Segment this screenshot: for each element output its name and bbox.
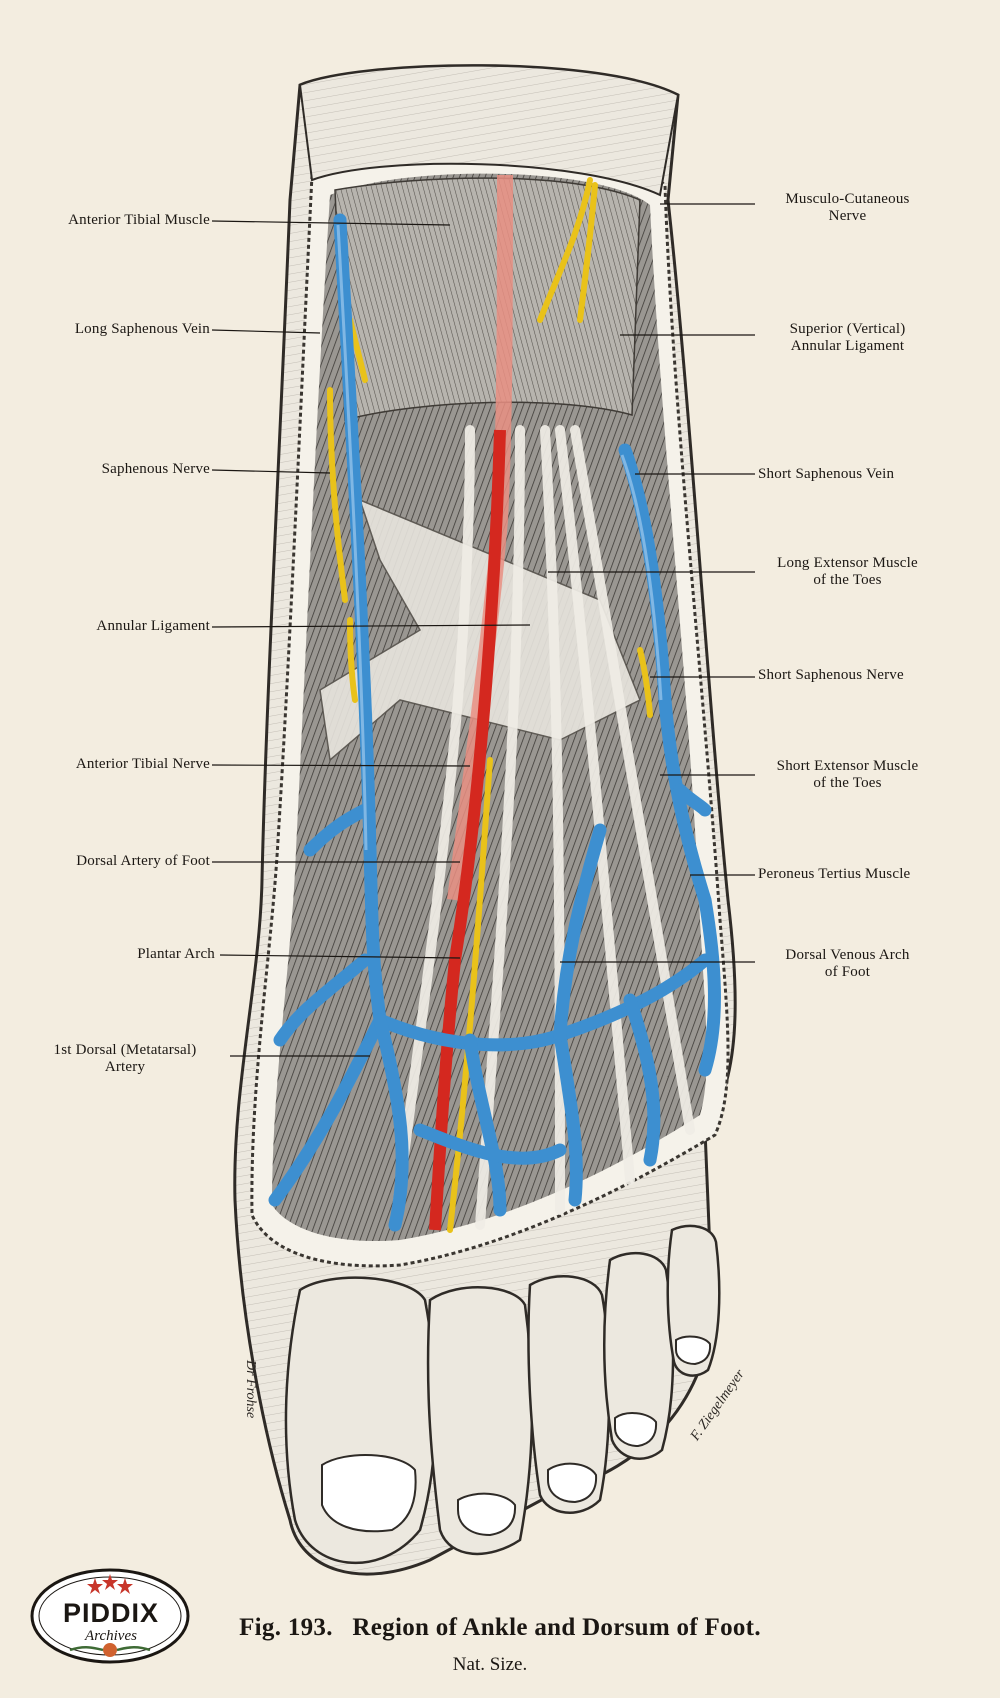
extensor-tendons <box>390 425 695 1230</box>
label-musculo-cutaneous-nerve: Musculo-Cutaneous Nerve <box>785 191 910 224</box>
label-long-extensor-muscle-of-the-toes: Long Extensor Muscle of the Toes <box>777 555 918 588</box>
label-short-extensor-muscle-of-the-toes: Short Extensor Muscle of the Toes <box>776 758 919 791</box>
label-anterior-tibial-muscle: Anterior Tibial Muscle <box>68 212 210 228</box>
label-plantar-arch: Plantar Arch <box>137 946 215 962</box>
upper-leg <box>298 64 680 197</box>
label-anterior-tibial-nerve: Anterior Tibial Nerve <box>75 756 210 772</box>
superior-ligament-band <box>334 177 641 421</box>
logo-text: PIDDIX <box>62 1598 160 1628</box>
label-annular-ligament: Annular Ligament <box>96 618 210 634</box>
label-superior-vertical-annular-ligament: Superior (Vertical) Annular Ligament <box>789 321 906 354</box>
logo-flower <box>103 1643 117 1657</box>
logo-badge-shape <box>30 1568 190 1664</box>
veins <box>268 213 721 1232</box>
signature-left: Dr Frohse <box>243 1360 258 1419</box>
label-first-dorsal-metatarsal-artery: 1st Dorsal (Metatarsal) Artery <box>53 1042 197 1075</box>
figure-caption: Fig. 193. Region of Ankle and Dorsum of … <box>239 1614 761 1641</box>
label-peroneus-tertius-muscle: Peroneus Tertius Muscle <box>758 866 911 882</box>
figure-subcaption: Nat. Size. <box>452 1654 528 1675</box>
label-short-saphenous-nerve: Short Saphenous Nerve <box>758 667 904 683</box>
label-dorsal-venous-arch-of-foot: Dorsal Venous Arch of Foot <box>785 947 910 980</box>
nerves <box>327 177 653 1233</box>
piddix-logo: PIDDIX Archives <box>32 1568 190 1664</box>
label-short-saphenous-vein: Short Saphenous Vein <box>758 466 895 482</box>
logo-stars <box>87 1574 133 1594</box>
label-dorsal-artery-of-foot: Dorsal Artery of Foot <box>76 853 210 869</box>
label-saphenous-nerve: Saphenous Nerve <box>101 461 210 477</box>
leader-lines-right <box>548 203 755 963</box>
logo-subtext: Archives <box>85 1628 137 1644</box>
toenails <box>321 1335 712 1537</box>
leader-lines-left <box>211 220 531 1057</box>
label-long-saphenous-vein: Long Saphenous Vein <box>74 321 210 337</box>
